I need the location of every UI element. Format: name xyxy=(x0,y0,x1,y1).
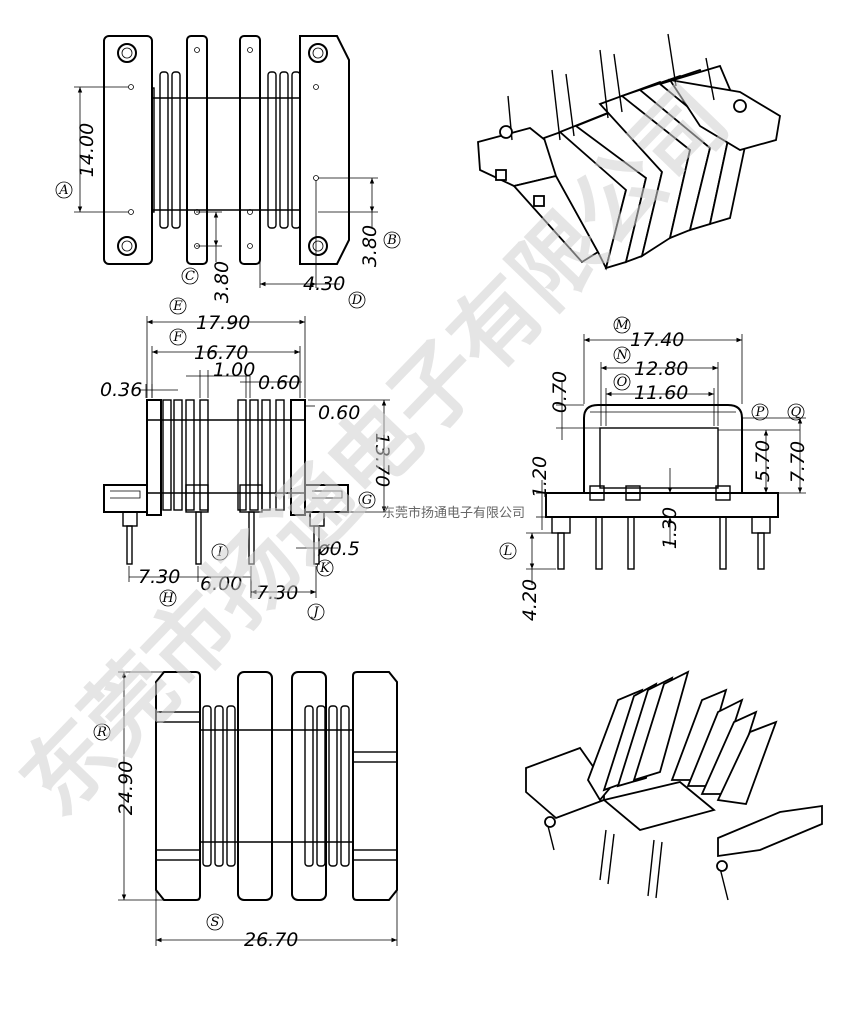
top-label-b: B xyxy=(386,233,397,248)
bottom-label-r: R xyxy=(96,725,107,740)
front-dim-17-90: 17.90 xyxy=(196,312,250,334)
bottom-label-s: S xyxy=(211,915,220,930)
front-dim-7-30-a: 7.30 xyxy=(138,566,180,588)
front-label-i: I xyxy=(216,545,223,560)
side-view: 17.40 M 12.80 N 11.60 O 0.70 5.70 P xyxy=(499,316,809,621)
isometric-view-bottom xyxy=(525,670,823,901)
side-label-q: Q xyxy=(791,405,802,420)
front-dim-1-00: 1.00 xyxy=(213,359,255,381)
front-label-k: K xyxy=(319,561,331,576)
top-view-fins xyxy=(151,71,301,229)
front-dim-dia-0-5: ø0.5 xyxy=(317,538,360,560)
bottom-view-dimensions: 24.90 R 26.70 S xyxy=(93,671,398,951)
side-dim-5-70: 5.70 xyxy=(752,440,774,482)
side-label-n: N xyxy=(615,348,628,363)
bottom-dim-24-90: 24.90 xyxy=(115,761,137,815)
front-view: 17.90 E 16.70 F 0.36 1.00 0.60 0.60 xyxy=(100,297,393,621)
front-dim-16-70: 16.70 xyxy=(194,342,248,364)
front-view-body xyxy=(103,399,349,565)
side-dim-11-60: 11.60 xyxy=(634,382,688,404)
front-view-pins xyxy=(126,511,320,565)
front-label-j: J xyxy=(310,605,319,620)
top-dim-4-30: 4.30 xyxy=(303,273,345,295)
side-label-p: P xyxy=(755,405,765,420)
front-view-dimensions: 17.90 E 16.70 F 0.36 1.00 0.60 0.60 xyxy=(100,297,393,621)
top-dim-14: 14.00 xyxy=(76,123,98,177)
bottom-view-fins xyxy=(202,705,350,867)
isometric-view-top xyxy=(477,33,781,271)
top-label-c: C xyxy=(185,269,195,284)
front-dim-0-36: 0.36 xyxy=(100,379,142,401)
top-dim-3-80-b: 3.80 xyxy=(359,225,381,267)
top-view-holes xyxy=(117,43,328,256)
front-label-e: E xyxy=(172,299,183,314)
top-view-body xyxy=(103,35,350,265)
side-dim-4-20: 4.20 xyxy=(519,579,541,621)
bottom-view: 24.90 R 26.70 S xyxy=(93,671,398,951)
top-view: 14.00 A 3.80 C 3.80 B 4.30 D xyxy=(55,35,401,309)
front-label-f: F xyxy=(172,330,183,345)
side-label-l: L xyxy=(503,544,513,559)
side-dim-1-20: 1.20 xyxy=(529,456,551,498)
front-label-g: G xyxy=(362,493,372,508)
side-dim-17-40: 17.40 xyxy=(630,329,684,351)
watermark-small-text: 东莞市扬通电子有限公司 xyxy=(382,505,525,521)
front-dim-6-00: 6.00 xyxy=(200,573,242,595)
side-view-dimensions: 17.40 M 12.80 N 11.60 O 0.70 5.70 P xyxy=(499,316,809,621)
side-dim-0-70: 0.70 xyxy=(549,371,571,413)
top-label-d: D xyxy=(351,293,363,308)
side-view-pins xyxy=(557,516,765,570)
side-dim-1-30: 1.30 xyxy=(659,507,681,549)
side-label-o: O xyxy=(617,375,628,390)
front-dim-0-60-a: 0.60 xyxy=(258,372,300,394)
side-dim-7-70: 7.70 xyxy=(787,441,809,483)
top-view-dimensions: 14.00 A 3.80 C 3.80 B 4.30 D xyxy=(55,86,401,309)
bottom-view-body xyxy=(155,671,398,901)
top-label-a: A xyxy=(58,183,68,198)
front-label-h: H xyxy=(161,591,174,606)
side-view-body xyxy=(545,404,779,570)
side-label-m: M xyxy=(614,318,629,333)
bottom-dim-26-70: 26.70 xyxy=(244,929,298,951)
top-dim-3-80-a: 3.80 xyxy=(211,261,233,303)
front-dim-0-60-b: 0.60 xyxy=(318,402,360,424)
front-dim-13-70: 13.70 xyxy=(371,433,393,487)
front-dim-7-30-b: 7.30 xyxy=(256,582,298,604)
side-dim-12-80: 12.80 xyxy=(634,358,688,380)
